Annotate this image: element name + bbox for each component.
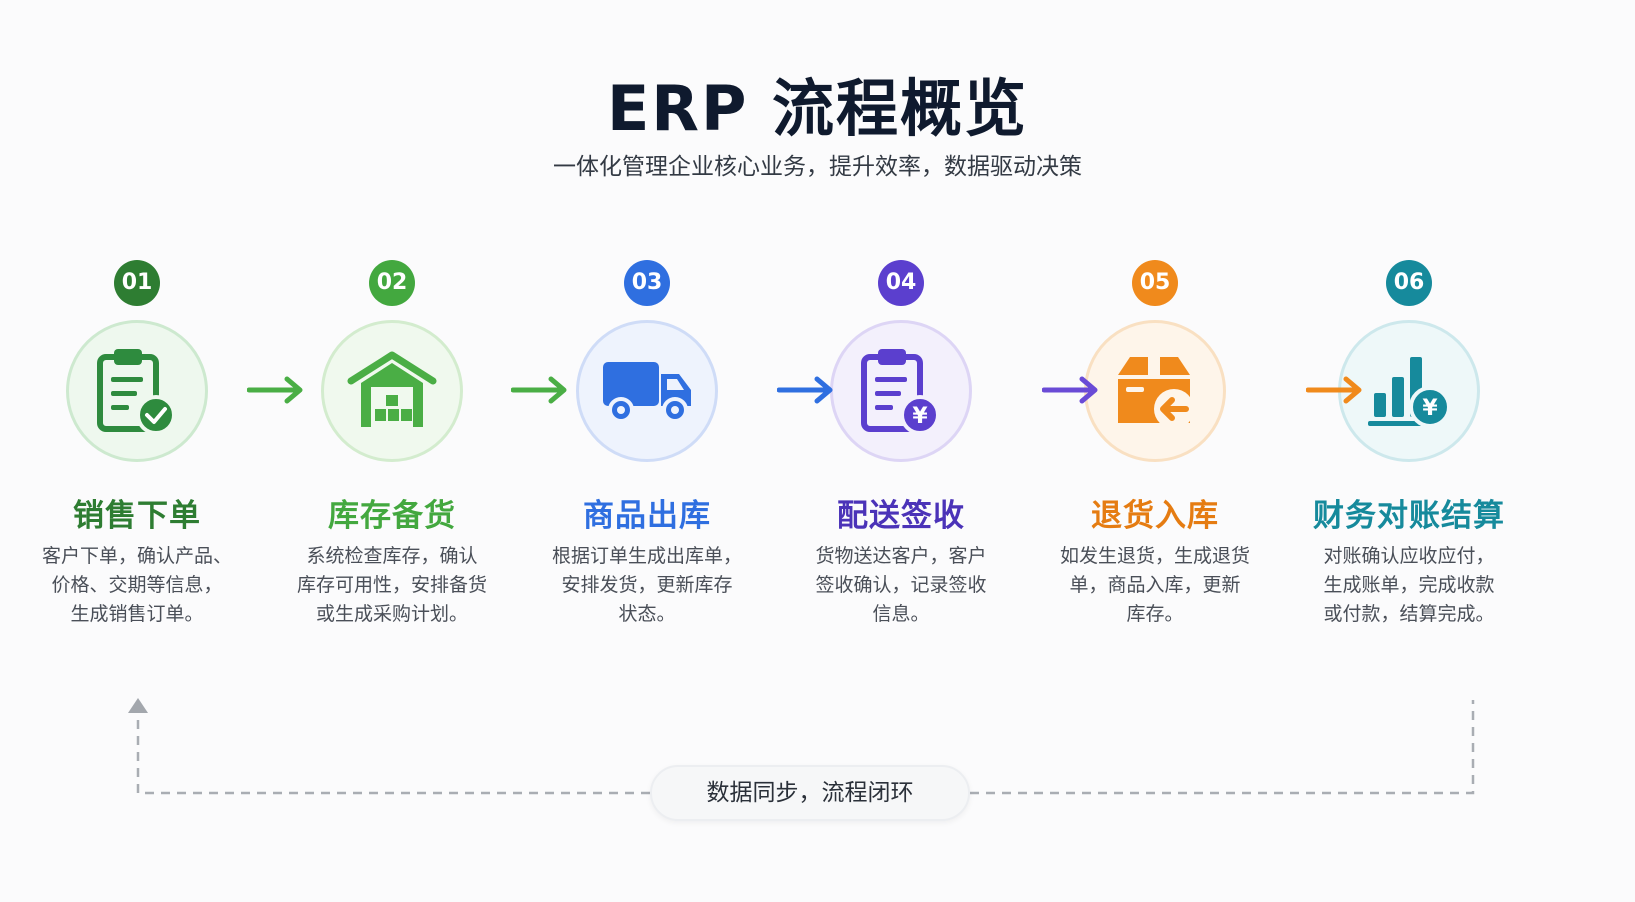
step-description: 系统检查库存，确认 库存可用性，安排备货 或生成采购计划。 — [296, 545, 487, 625]
step-icon-circle — [1084, 320, 1226, 462]
step-icon-circle — [576, 320, 718, 462]
warehouse-icon — [347, 351, 437, 427]
flow-arrow-icon — [247, 376, 303, 404]
chart-yen-icon: ¥ — [1368, 357, 1451, 428]
step-number-badge: 04 — [878, 260, 924, 306]
flow-arrow-icon — [1042, 376, 1098, 404]
step-number-badge: 02 — [369, 260, 415, 306]
step-title: 退货入库 — [1091, 498, 1219, 534]
flow-arrow-icon — [777, 376, 833, 404]
svg-text:¥: ¥ — [912, 404, 928, 429]
step-description: 对账确认应收应付， 生成账单，完成收款 或付款，结算完成。 — [1323, 545, 1495, 625]
step-title: 库存备货 — [328, 498, 456, 534]
step-icon-circle — [321, 320, 463, 462]
step-description: 如发生退货，生成退货 单，商品入库，更新 库存。 — [1059, 545, 1250, 625]
loop-arrowhead-icon — [128, 698, 148, 713]
step-description: 根据订单生成出库单， 安排发货，更新库存 状态。 — [551, 545, 742, 625]
truck-icon — [603, 362, 691, 423]
svg-text:¥: ¥ — [1422, 396, 1438, 421]
step-number-badge: 01 — [114, 260, 160, 306]
flow-arrow-icon — [511, 376, 567, 404]
step-icon-circle — [66, 320, 208, 462]
clipboard-yen-icon: ¥ — [861, 349, 940, 435]
page-title: ERP 流程概览 — [606, 72, 1029, 145]
step-title: 配送签收 — [837, 498, 965, 534]
loop-label: 数据同步，流程闭环 — [650, 765, 970, 821]
step-description: 客户下单，确认产品、 价格、交期等信息， 生成销售订单。 — [41, 545, 232, 625]
page-subtitle: 一体化管理企业核心业务，提升效率，数据驱动决策 — [553, 154, 1082, 180]
step-number-badge: 05 — [1132, 260, 1178, 306]
clipboard-check-icon — [97, 349, 176, 435]
flow-arrow-icon — [1306, 376, 1362, 404]
step-number-badge: 03 — [624, 260, 670, 306]
step-description: 货物送达客户，客户 签收确认，记录签收 信息。 — [815, 545, 987, 625]
step-title: 商品出库 — [583, 498, 711, 534]
step-icon-circle: ¥ — [830, 320, 972, 462]
step-title: 销售下单 — [73, 498, 201, 534]
step-title: 财务对账结算 — [1313, 498, 1505, 534]
step-icon-circle: ¥ — [1338, 320, 1480, 462]
step-number-badge: 06 — [1386, 260, 1432, 306]
return-box-icon — [1118, 357, 1194, 429]
